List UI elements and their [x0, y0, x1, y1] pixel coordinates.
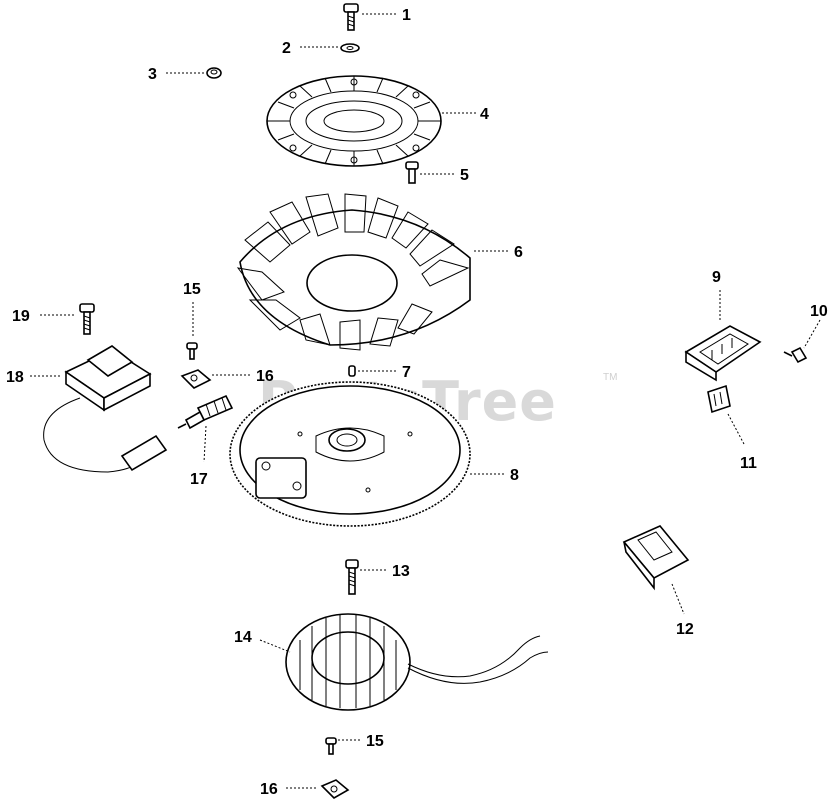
part-16-clip-top[interactable]	[180, 369, 212, 389]
callout-9: 9	[712, 269, 721, 286]
part-10-screw[interactable]	[783, 346, 808, 364]
callout-10: 10	[810, 303, 828, 320]
part-15-screw-top[interactable]	[186, 342, 198, 360]
callout-16b: 16	[260, 781, 278, 798]
callout-14: 14	[234, 629, 252, 646]
callout-5: 5	[460, 167, 469, 184]
part-8-flywheel[interactable]	[229, 381, 471, 527]
part-3-nut[interactable]	[206, 67, 222, 79]
callout-12: 12	[676, 621, 694, 638]
callout-13: 13	[392, 563, 410, 580]
part-6-fan[interactable]	[236, 193, 471, 351]
part-16-clip-bottom[interactable]	[320, 779, 350, 799]
callout-15a: 15	[183, 281, 201, 298]
part-18-ignition-module[interactable]	[43, 345, 168, 473]
callout-17: 17	[190, 471, 208, 488]
part-5-screw[interactable]	[405, 161, 419, 184]
part-13-bolt[interactable]	[345, 559, 359, 595]
callout-6: 6	[514, 244, 523, 261]
callout-16a: 16	[256, 368, 274, 385]
part-4-grass-screen[interactable]	[266, 75, 442, 167]
callout-1: 1	[402, 7, 411, 24]
part-17-spark-plug[interactable]	[177, 394, 234, 430]
part-12-plug[interactable]	[622, 525, 690, 591]
callout-2: 2	[282, 40, 291, 57]
part-14-stator[interactable]	[285, 613, 549, 711]
callout-19: 19	[12, 308, 30, 325]
part-11-connector[interactable]	[707, 384, 731, 414]
callout-3: 3	[148, 66, 157, 83]
callout-8: 8	[510, 467, 519, 484]
part-2-washer[interactable]	[340, 43, 360, 53]
callout-4: 4	[480, 106, 489, 123]
part-19-bolt[interactable]	[79, 303, 95, 335]
callout-18: 18	[6, 369, 24, 386]
part-9-rectifier-regulator[interactable]	[684, 325, 762, 382]
part-15-screw-bottom[interactable]	[325, 737, 337, 755]
part-1-bolt[interactable]	[343, 3, 359, 31]
callout-7: 7	[402, 364, 411, 381]
watermark-trademark: TM	[603, 372, 617, 383]
part-7-key[interactable]	[348, 365, 356, 377]
callout-15b: 15	[366, 733, 384, 750]
callout-11: 11	[740, 455, 757, 472]
